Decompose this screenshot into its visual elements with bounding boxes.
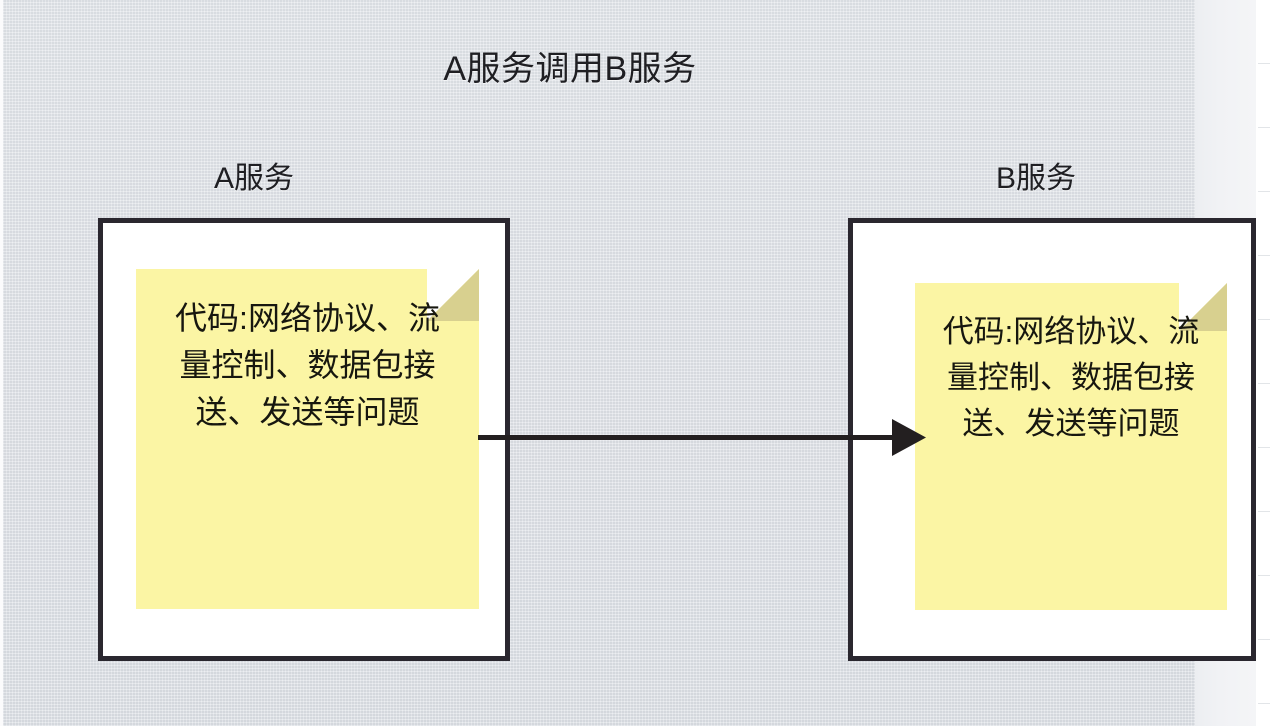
arrow-head-icon — [892, 419, 926, 456]
service-a-sticky-note[interactable]: 代码:网络协议、流量控制、数据包接送、发送等问题 — [136, 269, 479, 609]
service-b-note-text: 代码:网络协议、流量控制、数据包接送、发送等问题 — [942, 314, 1200, 441]
diagram-title: A服务调用B服务 — [443, 50, 697, 88]
service-a-note-text: 代码:网络协议、流量控制、数据包接送、发送等问题 — [175, 300, 440, 430]
sticky-note-fold-icon — [427, 269, 479, 321]
call-arrow[interactable] — [460, 405, 930, 475]
right-scroll-strip[interactable] — [1256, 0, 1270, 726]
service-a-box[interactable]: 代码:网络协议、流量控制、数据包接送、发送等问题 — [98, 218, 510, 661]
right-ruler-ticks — [1258, 0, 1270, 726]
service-b-box[interactable]: 代码:网络协议、流量控制、数据包接送、发送等问题 — [848, 218, 1256, 661]
service-b-label: B服务 — [995, 162, 1076, 195]
service-b-sticky-note[interactable]: 代码:网络协议、流量控制、数据包接送、发送等问题 — [915, 283, 1227, 610]
sticky-note-fold-icon — [1179, 283, 1227, 331]
canvas-left-edge — [0, 0, 3, 726]
service-a-label: A服务 — [213, 162, 294, 195]
